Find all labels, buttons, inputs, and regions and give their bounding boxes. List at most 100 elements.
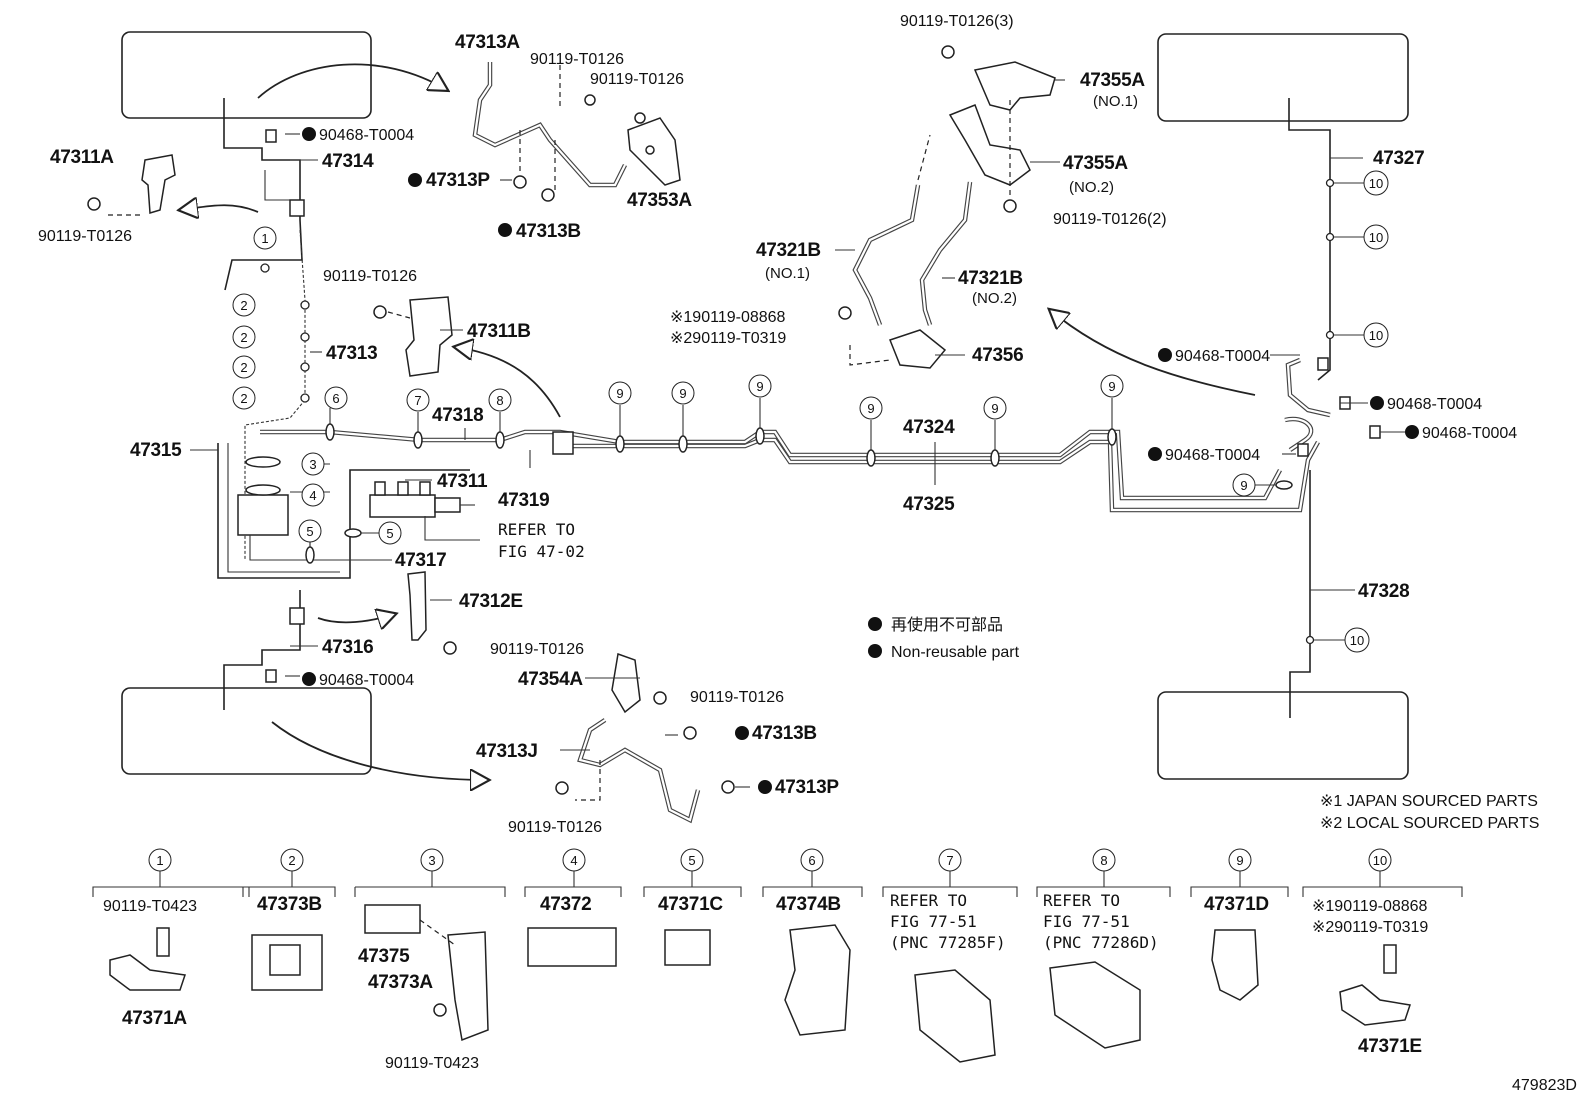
svg-text:10: 10: [1369, 230, 1383, 245]
svg-text:90468-T0004: 90468-T0004: [319, 127, 414, 144]
svg-text:47313P: 47313P: [775, 777, 839, 798]
bottom-group-6: 6 47374B: [762, 848, 863, 1036]
svg-text:※1 JAPAN SOURCED PARTS: ※1 JAPAN SOURCED PARTS: [1320, 793, 1538, 810]
svg-text:90468-T0004: 90468-T0004: [1387, 396, 1482, 413]
svg-text:(NO.2): (NO.2): [972, 290, 1017, 307]
bottom-group-3: 3 47375 47373A 90119-T0423: [354, 848, 506, 1072]
bracket-47311A: [141, 154, 176, 214]
bracket-47311B: [405, 296, 453, 377]
brake-line-47314: [223, 98, 303, 291]
arrow-to-47311B: [455, 347, 561, 418]
svg-text:47315: 47315: [130, 440, 182, 461]
svg-text:47321B: 47321B: [958, 268, 1023, 289]
svg-text:47371D: 47371D: [1204, 894, 1269, 915]
svg-text:90119-T0423: 90119-T0423: [103, 898, 197, 915]
svg-text:47314: 47314: [322, 151, 374, 172]
svg-text:8: 8: [1100, 853, 1107, 868]
bottom-group-1: 1 90119-T0423 47371A: [92, 848, 250, 1029]
svg-text:47371E: 47371E: [1358, 1036, 1422, 1057]
hose-47321B-no1: [852, 184, 921, 326]
svg-text:47325: 47325: [903, 494, 955, 515]
master-cylinder: [369, 481, 480, 541]
svg-text:47311A: 47311A: [50, 147, 114, 168]
svg-text:90119-T0126(2): 90119-T0126(2): [1053, 211, 1167, 228]
svg-text:47356: 47356: [972, 345, 1023, 366]
svg-text:※2 LOCAL SOURCED PARTS: ※2 LOCAL SOURCED PARTS: [1320, 815, 1539, 832]
svg-text:6: 6: [332, 391, 339, 406]
svg-text:9: 9: [867, 401, 874, 416]
svg-text:47313B: 47313B: [752, 723, 817, 744]
svg-text:※290119-T0319: ※290119-T0319: [670, 330, 786, 347]
svg-text:FIG 77-51: FIG 77-51: [1043, 912, 1130, 931]
svg-text:90119-T0126(3): 90119-T0126(3): [900, 13, 1014, 30]
svg-text:90119-T0126: 90119-T0126: [38, 228, 132, 245]
svg-text:47371C: 47371C: [658, 894, 723, 915]
svg-text:47371A: 47371A: [122, 1008, 187, 1029]
brake-line-47313: [244, 229, 306, 560]
svg-text:3: 3: [428, 853, 435, 868]
svg-text:47318: 47318: [432, 405, 483, 426]
svg-text:※290119-T0319: ※290119-T0319: [1312, 919, 1428, 936]
svg-text:10: 10: [1369, 176, 1383, 191]
line-clips: [305, 423, 1293, 564]
svg-text:9: 9: [756, 379, 763, 394]
bottom-group-4: 4 47372: [524, 848, 622, 967]
svg-text:REFER TO: REFER TO: [498, 520, 575, 539]
svg-text:(PNC 77286D): (PNC 77286D): [1043, 933, 1159, 952]
svg-text:(NO.2): (NO.2): [1069, 179, 1114, 196]
figure-id: 479823D: [1512, 1077, 1577, 1094]
svg-text:9: 9: [991, 401, 998, 416]
svg-text:90119-T0423: 90119-T0423: [385, 1055, 479, 1072]
svg-text:47319: 47319: [498, 490, 549, 511]
bracket-47356: [889, 329, 947, 369]
svg-text:2: 2: [240, 298, 247, 313]
svg-text:5: 5: [688, 853, 695, 868]
svg-text:7: 7: [414, 393, 421, 408]
svg-text:7: 7: [946, 853, 953, 868]
bottom-group-8: 8 REFER TO FIG 77-51 (PNC 77286D): [1036, 848, 1171, 1049]
wheel-area-rear-left: [121, 687, 372, 775]
wheel-area-rear-right: [1157, 691, 1409, 780]
svg-text:90119-T0126: 90119-T0126: [590, 71, 684, 88]
svg-text:9: 9: [616, 386, 623, 401]
svg-text:FIG 77-51: FIG 77-51: [890, 912, 977, 931]
wheel-area-front-left: [121, 31, 372, 119]
bottom-group-2: 2 47373B: [242, 848, 336, 991]
svg-text:4: 4: [570, 853, 577, 868]
svg-text:9: 9: [1240, 478, 1247, 493]
svg-text:(NO.1): (NO.1): [1093, 93, 1138, 110]
svg-text:(PNC 77285F): (PNC 77285F): [890, 933, 1006, 952]
svg-text:47313B: 47313B: [516, 221, 581, 242]
svg-text:47316: 47316: [322, 637, 373, 658]
arrow-to-47313A: [257, 63, 447, 99]
brake-line-47327: [1288, 98, 1331, 381]
svg-text:47353A: 47353A: [627, 190, 692, 211]
svg-text:3: 3: [309, 457, 316, 472]
svg-text:47375: 47375: [358, 946, 410, 967]
wheel-area-front-right: [1157, 33, 1409, 122]
svg-text:47313A: 47313A: [455, 32, 520, 53]
svg-text:47328: 47328: [1358, 581, 1409, 602]
svg-text:9: 9: [1236, 853, 1243, 868]
svg-text:1: 1: [156, 853, 163, 868]
svg-text:Non-reusable part: Non-reusable part: [891, 644, 1020, 661]
arrow-to-47312E: [317, 614, 395, 622]
svg-text:FIG 47-02: FIG 47-02: [498, 542, 585, 561]
arrow-to-47313J: [271, 721, 488, 780]
svg-text:5: 5: [306, 524, 313, 539]
hose-47313J: [577, 718, 701, 824]
svg-text:2: 2: [288, 853, 295, 868]
svg-text:1: 1: [261, 231, 268, 246]
svg-text:9: 9: [679, 386, 686, 401]
svg-text:47311: 47311: [437, 471, 488, 492]
svg-text:47312E: 47312E: [459, 591, 523, 612]
svg-text:90119-T0126: 90119-T0126: [508, 819, 602, 836]
svg-text:47321B: 47321B: [756, 240, 821, 261]
svg-text:90119-T0126: 90119-T0126: [690, 689, 784, 706]
legend: 再使用不可部品 Non-reusable part: [868, 616, 1020, 661]
svg-text:2: 2: [240, 360, 247, 375]
svg-text:REFER TO: REFER TO: [890, 891, 967, 910]
svg-text:8: 8: [496, 393, 503, 408]
